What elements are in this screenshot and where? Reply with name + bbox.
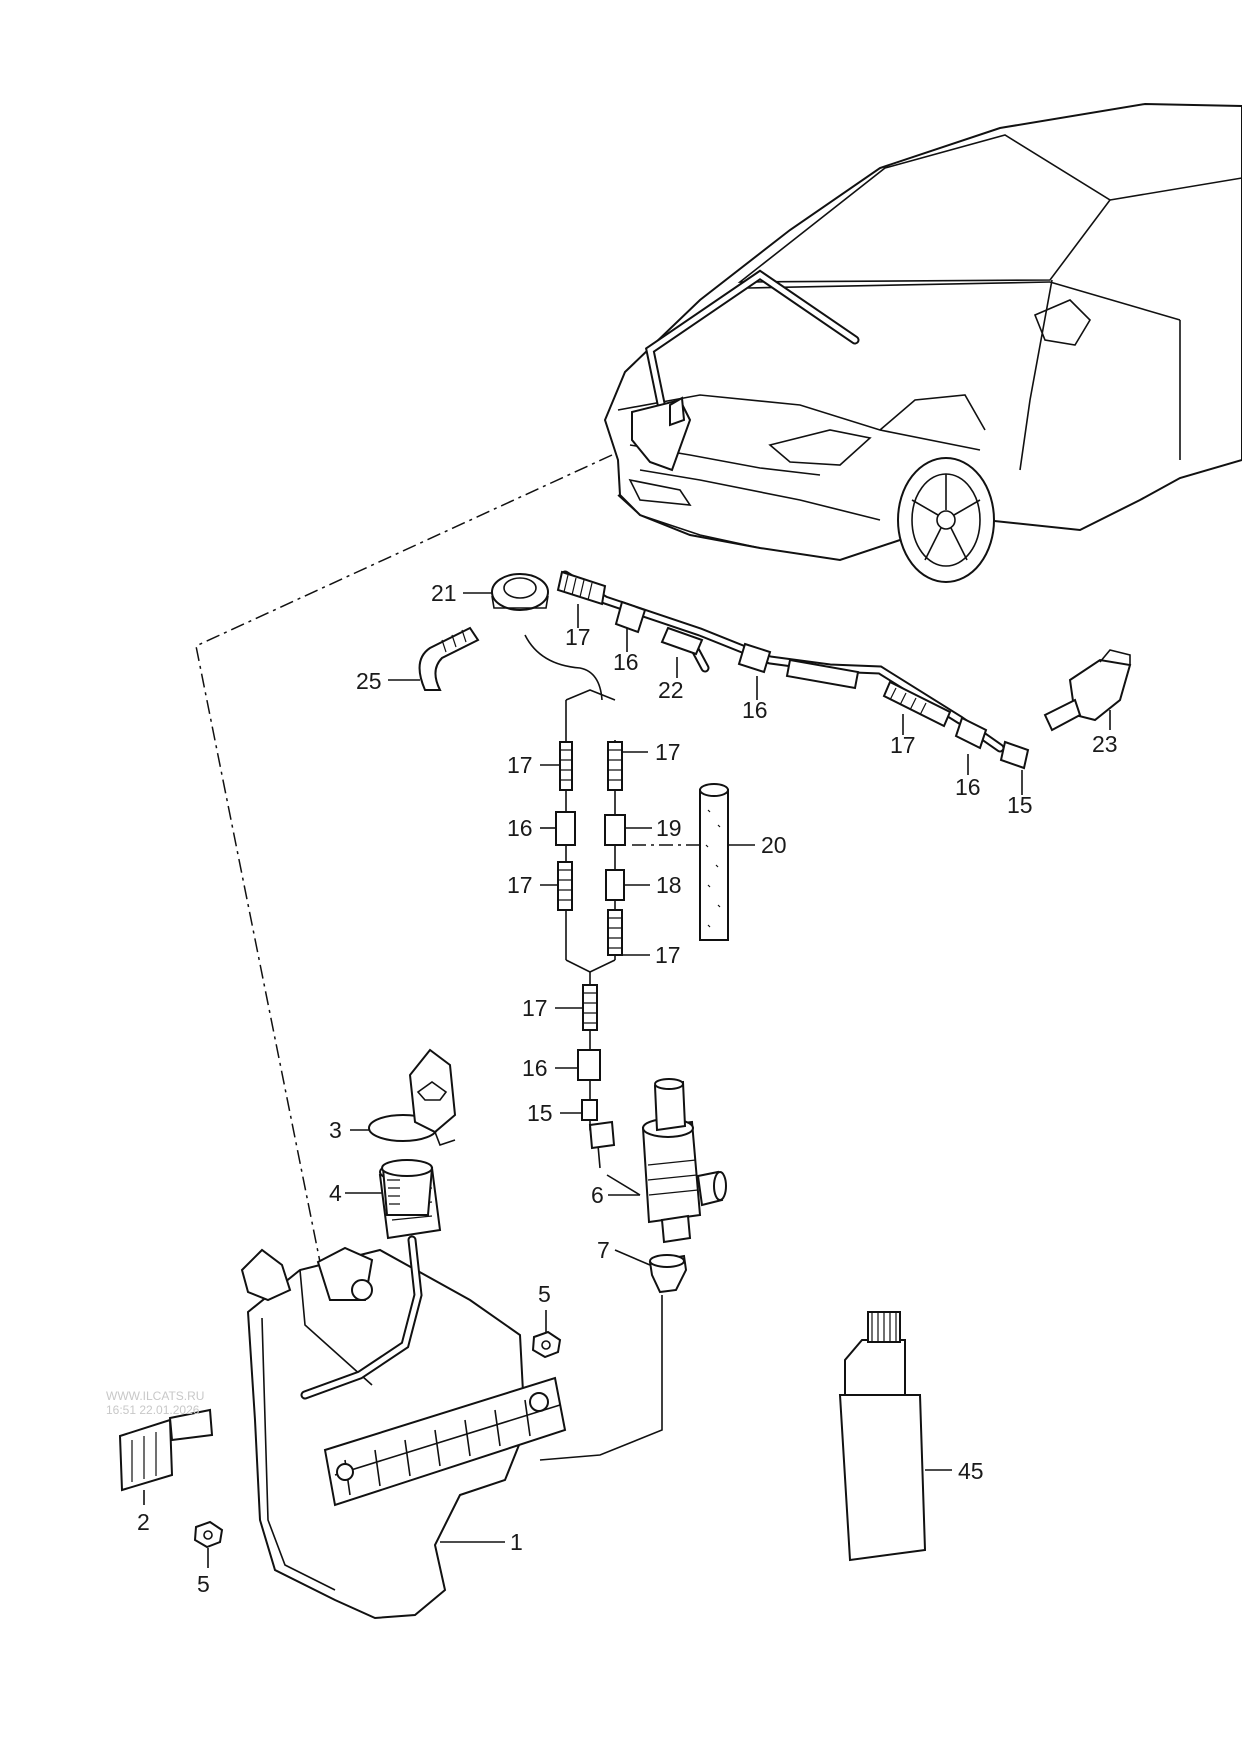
filler-cap — [368, 1048, 457, 1147]
washer-pump — [641, 1078, 727, 1244]
label-4: 4 — [329, 1180, 342, 1206]
label-45: 45 — [958, 1458, 984, 1484]
label-16-upper-2: 16 — [742, 697, 768, 723]
upper-hose-parts — [556, 570, 1030, 770]
label-16-left: 16 — [507, 815, 533, 841]
label-17-left-2: 17 — [507, 872, 533, 898]
label-15-upper: 15 — [1007, 792, 1033, 818]
cable-tie — [418, 626, 480, 691]
label-20: 20 — [761, 832, 787, 858]
label-16-upper-3: 16 — [955, 774, 981, 800]
label-3: 3 — [329, 1117, 342, 1143]
label-6: 6 — [591, 1182, 604, 1208]
watermark-site: WWW.ILCATS.RU — [106, 1389, 204, 1403]
label-17-upper-1: 17 — [565, 624, 591, 650]
grommet — [491, 573, 549, 611]
label-5-upper: 5 — [538, 1281, 551, 1307]
label-19: 19 — [656, 815, 682, 841]
label-16-upper-1: 16 — [613, 649, 639, 675]
watermark: WWW.ILCATS.RU 16:51 22.01.2026 — [106, 1389, 204, 1417]
strainer — [381, 1159, 434, 1216]
label-25: 25 — [356, 668, 382, 694]
spray-nozzle — [1043, 649, 1132, 732]
label-16-lower: 16 — [522, 1055, 548, 1081]
protective-sleeve — [632, 783, 729, 941]
watermark-timestamp: 16:51 22.01.2026 — [106, 1403, 200, 1417]
nut-lower — [193, 1520, 224, 1549]
label-1: 1 — [510, 1529, 523, 1555]
label-17-left-1: 17 — [507, 752, 533, 778]
callout-labels: 21 25 17 16 22 16 17 16 15 23 17 16 17 1… — [137, 580, 1118, 1597]
car-illustration — [195, 102, 1242, 1263]
label-7: 7 — [597, 1237, 610, 1263]
label-5-lower: 5 — [197, 1571, 210, 1597]
leader-lines — [143, 592, 1111, 1568]
label-21: 21 — [431, 580, 457, 606]
fluid-bottle — [838, 1311, 927, 1562]
label-17-right-2: 17 — [655, 942, 681, 968]
label-22: 22 — [658, 677, 684, 703]
label-17-upper-2: 17 — [890, 732, 916, 758]
label-18: 18 — [656, 872, 682, 898]
nut-upper — [531, 1330, 562, 1359]
label-15-lower: 15 — [527, 1100, 553, 1126]
label-23: 23 — [1092, 731, 1118, 757]
label-2: 2 — [137, 1509, 150, 1535]
bracket — [118, 1408, 214, 1492]
pump-seal — [648, 1254, 688, 1294]
label-17-lower: 17 — [522, 995, 548, 1021]
label-17-right-1: 17 — [655, 739, 681, 765]
vertical-hose-parts — [555, 741, 626, 1150]
